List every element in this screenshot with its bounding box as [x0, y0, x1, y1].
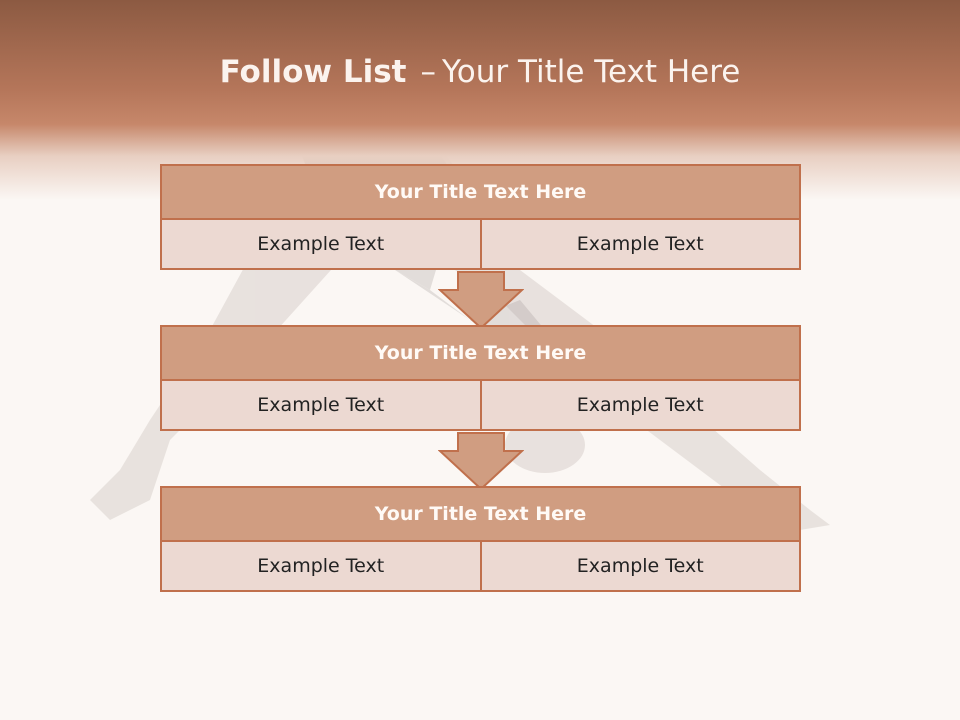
block-title: Your Title Text Here	[160, 164, 801, 220]
block-row: Example Text Example Text	[160, 542, 801, 592]
block-title: Your Title Text Here	[160, 325, 801, 381]
list-block-2: Your Title Text Here Example Text Exampl…	[160, 325, 801, 431]
list-block-1: Your Title Text Here Example Text Exampl…	[160, 164, 801, 270]
block-row: Example Text Example Text	[160, 220, 801, 270]
slide-title: Follow List–Your Title Text Here	[0, 54, 960, 90]
block-cell-right: Example Text	[481, 220, 801, 270]
down-arrow-icon	[438, 432, 524, 491]
block-cell-left: Example Text	[160, 542, 482, 592]
block-cell-right: Example Text	[481, 381, 801, 431]
slide-title-rest: Your Title Text Here	[441, 54, 741, 90]
block-row: Example Text Example Text	[160, 381, 801, 431]
down-arrow-icon	[438, 271, 524, 330]
block-cell-right: Example Text	[481, 542, 801, 592]
slide-title-bold: Follow List	[219, 54, 407, 90]
block-cell-left: Example Text	[160, 381, 482, 431]
list-block-3: Your Title Text Here Example Text Exampl…	[160, 486, 801, 592]
slide-title-dash: –	[420, 54, 436, 90]
block-title: Your Title Text Here	[160, 486, 801, 542]
block-cell-left: Example Text	[160, 220, 482, 270]
